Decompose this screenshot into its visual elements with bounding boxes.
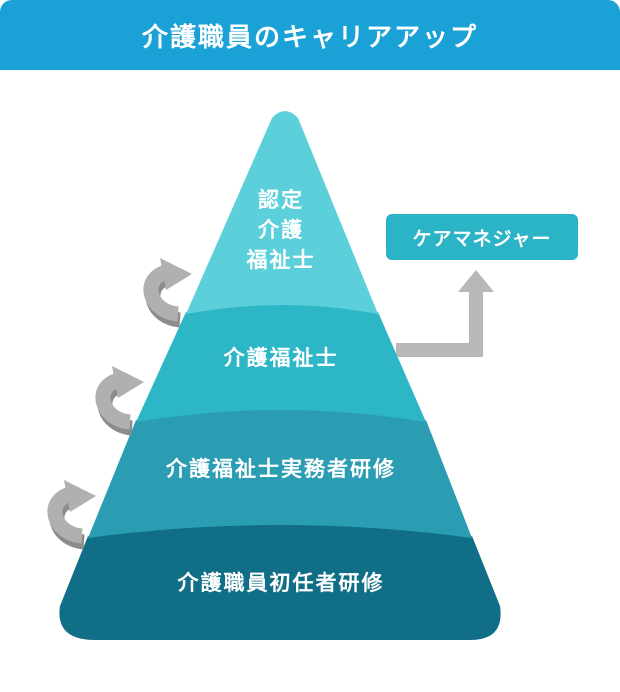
level-4-label-line-3: 福祉士 xyxy=(246,248,316,272)
level-4-label-line-1: 認定 xyxy=(258,188,304,212)
step-up-arrow-2 xyxy=(95,366,144,436)
pyramid-level-1 xyxy=(59,522,501,640)
branch-arrow xyxy=(396,270,494,357)
pyramid-level-2 xyxy=(88,407,472,538)
step-up-arrow-3 xyxy=(143,258,192,328)
pyramid-level-3 xyxy=(136,302,426,422)
step-up-arrow-1 xyxy=(47,480,96,550)
level-1-label: 介護職員初任者研修 xyxy=(177,571,385,595)
level-4-label-line-2: 介護 xyxy=(257,218,304,242)
header-banner: 介護職員のキャリアアップ xyxy=(0,0,620,70)
care-manager-label: ケアマネジャー xyxy=(412,227,552,250)
level-3-label: 介護福祉士 xyxy=(223,346,339,370)
care-manager-box: ケアマネジャー xyxy=(386,214,578,260)
level-2-label: 介護福祉士実務者研修 xyxy=(165,457,396,481)
page-title: 介護職員のキャリアアップ xyxy=(141,22,478,53)
pyramid-level-4 xyxy=(186,111,378,314)
